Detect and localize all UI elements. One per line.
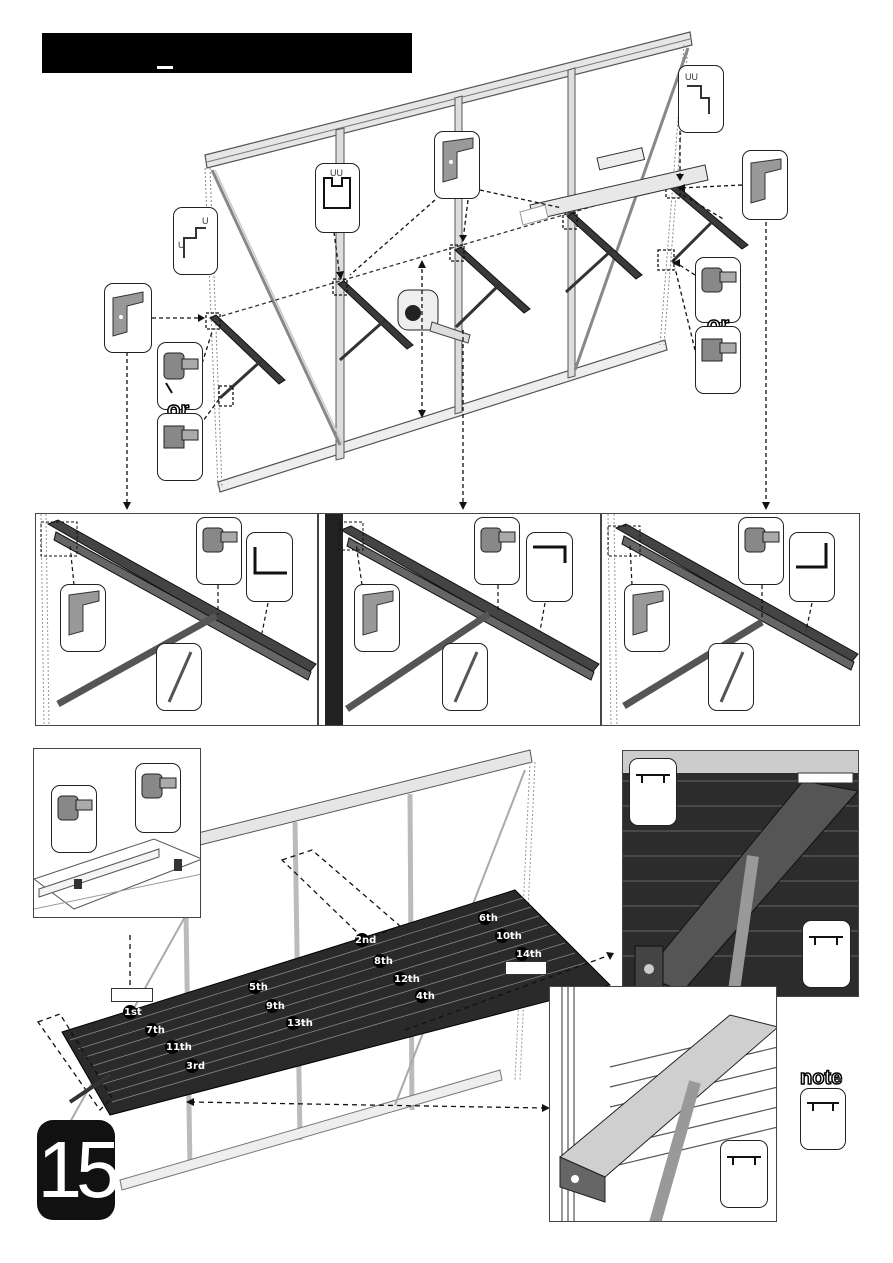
profile-icon-card: UU — [678, 65, 724, 133]
shelf-corner-inset — [622, 750, 859, 997]
bolt-icon-card — [738, 517, 784, 585]
slat-order-label: 2nd — [355, 935, 376, 946]
slat-order-label: 13th — [287, 1018, 313, 1029]
bolt-icon-card — [157, 342, 203, 410]
bolt-icon-card — [135, 763, 181, 833]
step-number: 15 — [37, 1120, 120, 1220]
channel-profile-icon-card — [802, 920, 851, 988]
slat-order-label: 4th — [416, 991, 435, 1002]
bracket-icon-card — [742, 150, 788, 220]
shelf-illustration: 1st 2nd 3rd 4th 5th 6th 7th 8th 9th 10th… — [36, 749, 614, 1191]
blank-label — [111, 988, 153, 1002]
bolt-icon-card — [51, 785, 97, 853]
note-profile-icon-card — [800, 1088, 846, 1150]
svg-text:UU: UU — [330, 168, 343, 178]
slat-order-label: 14th — [516, 949, 542, 960]
bracket-icon-card — [434, 131, 480, 199]
slat-clip-inset — [33, 748, 201, 918]
square-bolt-icon-card — [695, 326, 741, 394]
bracket-icon-card — [60, 584, 106, 652]
blank-label — [505, 961, 547, 975]
slat-order-label: 10th — [496, 931, 522, 942]
title-underline — [157, 66, 173, 69]
strut-icon-card — [156, 643, 202, 711]
strut-icon-card — [442, 643, 488, 711]
angle-profile-icon-card — [246, 532, 293, 602]
note-label: note — [799, 1066, 843, 1090]
slat-order-label: 11th — [166, 1042, 192, 1053]
channel-profile-icon-card — [526, 532, 573, 602]
title-bar — [42, 33, 412, 73]
slat-order-label: 9th — [266, 1001, 285, 1012]
slat-order-label: 1st — [124, 1007, 142, 1018]
slat-order-label: 8th — [374, 956, 393, 967]
bolt-icon-card — [695, 257, 741, 323]
detail-arrows — [69, 542, 813, 634]
svg-text:U: U — [178, 240, 185, 250]
square-bolt-icon-card — [157, 413, 203, 481]
svg-text:U: U — [202, 216, 209, 226]
slat-order-label: 12th — [394, 974, 420, 985]
channel-profile-icon-card — [720, 1140, 768, 1208]
svg-text:UU: UU — [685, 72, 698, 82]
bracket-icon-card — [104, 283, 152, 353]
bolt-icon-card — [196, 517, 242, 585]
bolt-icon-card — [474, 517, 520, 585]
slat-order-label: 6th — [479, 913, 498, 924]
greenhouse-wall-illustration — [123, 31, 770, 510]
slat-order-label: 3rd — [186, 1061, 205, 1072]
channel-profile-icon-card — [629, 758, 677, 826]
channel-profile-icon-card: UU — [315, 163, 360, 233]
angle-profile-icon-card — [789, 532, 835, 602]
strut-icon-card — [708, 643, 754, 711]
slat-order-label: 5th — [249, 982, 268, 993]
bracket-icon-card — [624, 584, 670, 652]
bracket-icon-card — [354, 584, 400, 652]
slat-order-label: 7th — [146, 1025, 165, 1036]
